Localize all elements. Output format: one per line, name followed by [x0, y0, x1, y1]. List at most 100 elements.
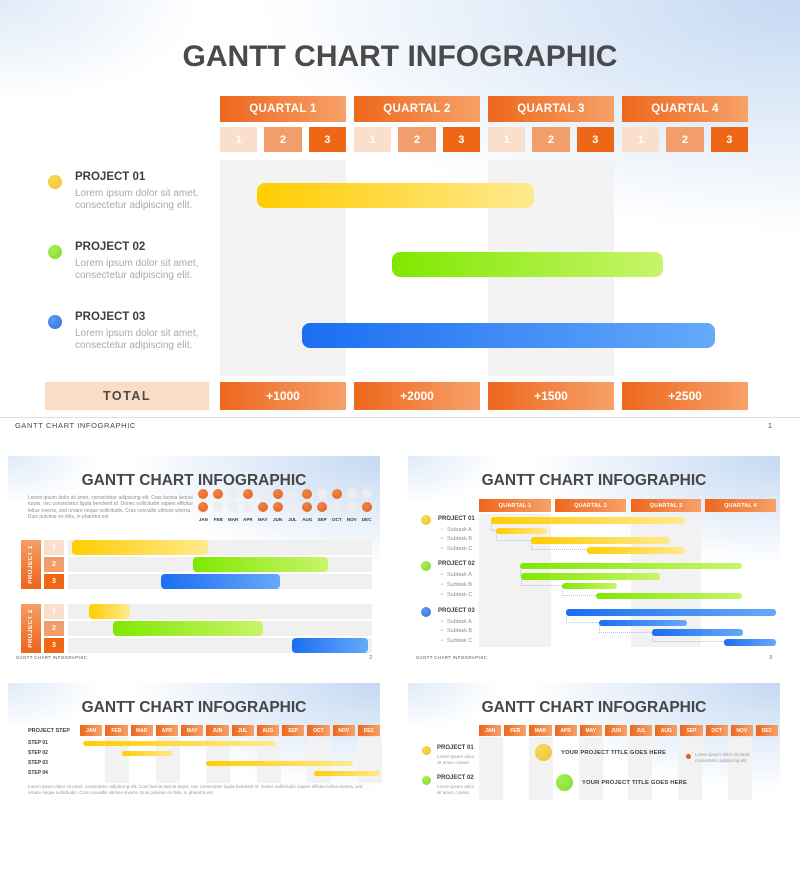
row-number-cell: 1: [44, 540, 64, 555]
month-cell: JUL: [630, 725, 653, 736]
gantt-bar-subtask: [520, 573, 660, 580]
desc-line: Lorem ipsum dolor: [437, 754, 475, 759]
dot-empty-icon: [228, 502, 239, 512]
gantt-bar-subtask: [495, 527, 547, 535]
step-bar: [122, 750, 173, 756]
project-labels: PROJECT 01Subtask ASubtask BSubtask CPRO…: [408, 456, 780, 665]
gantt-bar-main: [490, 517, 686, 524]
note-line: consectetur adipiscing elit.: [695, 757, 748, 763]
gantt-chart-area: [220, 160, 748, 376]
dot-filled-icon: [272, 489, 283, 499]
month-cell: JUL: [231, 725, 254, 736]
month-label: APR: [243, 517, 253, 522]
project-name: PROJECT 01: [438, 515, 475, 522]
project-name: PROJECT 03: [75, 311, 146, 323]
dot-empty-icon: [228, 489, 239, 499]
gantt-bar-subtask: [595, 592, 742, 599]
step-label: STEP 03: [28, 760, 48, 766]
dot-empty-icon: [213, 502, 224, 512]
step-bar: [206, 760, 353, 766]
step-bars: [80, 683, 380, 783]
month-cell: DEC: [357, 725, 380, 736]
month-cell: NOV: [332, 725, 355, 736]
subtask-label: Subtask B: [441, 628, 472, 634]
quartal-header-2: QUARTAL 2: [354, 96, 480, 122]
period-cell: 2: [532, 127, 570, 152]
slide-title: GANTT CHART INFOGRAPHIC: [481, 699, 707, 716]
gantt-bar: [72, 540, 208, 555]
total-value-q4: +2500: [622, 382, 748, 410]
period-cell: 2: [264, 127, 302, 152]
page-number: 3: [769, 655, 772, 661]
gantt-track: [68, 604, 372, 619]
footer-text: GANTT CHART INFOGRAPHIC: [416, 655, 488, 660]
step-label: STEP 02: [28, 750, 48, 756]
subtask-label: Subtask B: [441, 536, 472, 542]
connector-line: [519, 565, 521, 577]
intro-paragraph: Lorem ipsum dolor sit amet, consectetur …: [28, 495, 193, 521]
gantt-row: 1: [44, 540, 372, 555]
project-group-label-text: PROJECT 1: [28, 545, 34, 584]
project-dot-blue: [48, 315, 62, 329]
gantt-track: [68, 638, 372, 653]
project-description: Lorem ipsum dolor sit amet, consectetur …: [75, 258, 220, 282]
month-cell: OCT: [705, 725, 728, 736]
project-dot-yellow: [48, 175, 62, 189]
desc-line: consectetur adipiscing elit.: [75, 340, 193, 351]
column-stripe: [578, 737, 603, 800]
month-label: MAR: [227, 517, 239, 522]
footer-paragraph: Lorem ipsum dolor sit amet, consectetur …: [28, 784, 363, 795]
step-label: STEP 01: [28, 740, 48, 746]
subtask-label: Subtask A: [441, 527, 472, 533]
dot-filled-icon: [272, 502, 283, 512]
gantt-chart-area: [479, 456, 776, 651]
note-dot-orange: [686, 754, 691, 759]
period-cell: 1: [220, 127, 258, 152]
row-number-cell: 2: [44, 621, 64, 636]
project-dot-yellow: [421, 515, 431, 525]
slide-thumbnail-4[interactable]: GANTT CHART INFOGRAPHIC PROJECT STEP JAN…: [8, 683, 382, 892]
subtask-label: Subtask A: [441, 572, 472, 578]
project-dot-green: [48, 245, 62, 259]
gantt-bar-subtask: [586, 547, 686, 554]
month-cell: SEP: [680, 725, 703, 736]
month-label: JUL: [288, 517, 297, 522]
month-cell: MAY: [579, 725, 602, 736]
month-cell: MAR: [529, 725, 552, 736]
gantt-track: [68, 540, 372, 555]
month-label: NOV: [346, 517, 357, 522]
project-group-label-text: PROJECT 2: [28, 609, 34, 648]
dot-empty-icon: [346, 502, 357, 512]
slide-thumbnail-3[interactable]: GANTT CHART INFOGRAPHIC QUARTAL 1 QUARTA…: [408, 456, 780, 665]
total-value-q2: +2000: [354, 382, 480, 410]
connector-line: [530, 540, 587, 551]
project-entry-3: PROJECT 03 Lorem ipsum dolor sit amet, c…: [45, 311, 220, 352]
milestone-title: YOUR PROJECT TITLE GOES HERE: [561, 749, 667, 756]
slide-thumbnail-2[interactable]: GANTT CHART INFOGRAPHIC Lorem ipsum dolo…: [8, 456, 380, 665]
month-cell: AUG: [655, 725, 678, 736]
gantt-row: 2: [44, 557, 372, 572]
period-cell: 3: [710, 127, 748, 152]
project-entry-2: PROJECT 02 Lorem ipsum dolor sit amet, c…: [45, 241, 220, 282]
dot-filled-icon: [302, 502, 313, 512]
quartal-header-2: QUARTAL 2: [555, 499, 626, 512]
month-cell: SEP: [282, 725, 305, 736]
total-value-q1: +1000: [220, 382, 346, 410]
subtask-label: Subtask A: [441, 619, 472, 625]
milestone-title: YOUR PROJECT TITLE GOES HERE: [582, 779, 688, 786]
period-cell: 1: [622, 127, 660, 152]
project-description: Lorem ipsum dolor sit amet, consec: [437, 754, 474, 765]
month-label: JAN: [198, 517, 209, 522]
footer-text: GANTT CHART INFOGRAPHIC: [16, 655, 88, 660]
dot-empty-icon: [361, 489, 372, 499]
connector-line: [599, 622, 652, 633]
gantt-track: [68, 621, 372, 636]
month-label: SEP: [317, 517, 327, 522]
period-cell: 3: [442, 127, 480, 152]
